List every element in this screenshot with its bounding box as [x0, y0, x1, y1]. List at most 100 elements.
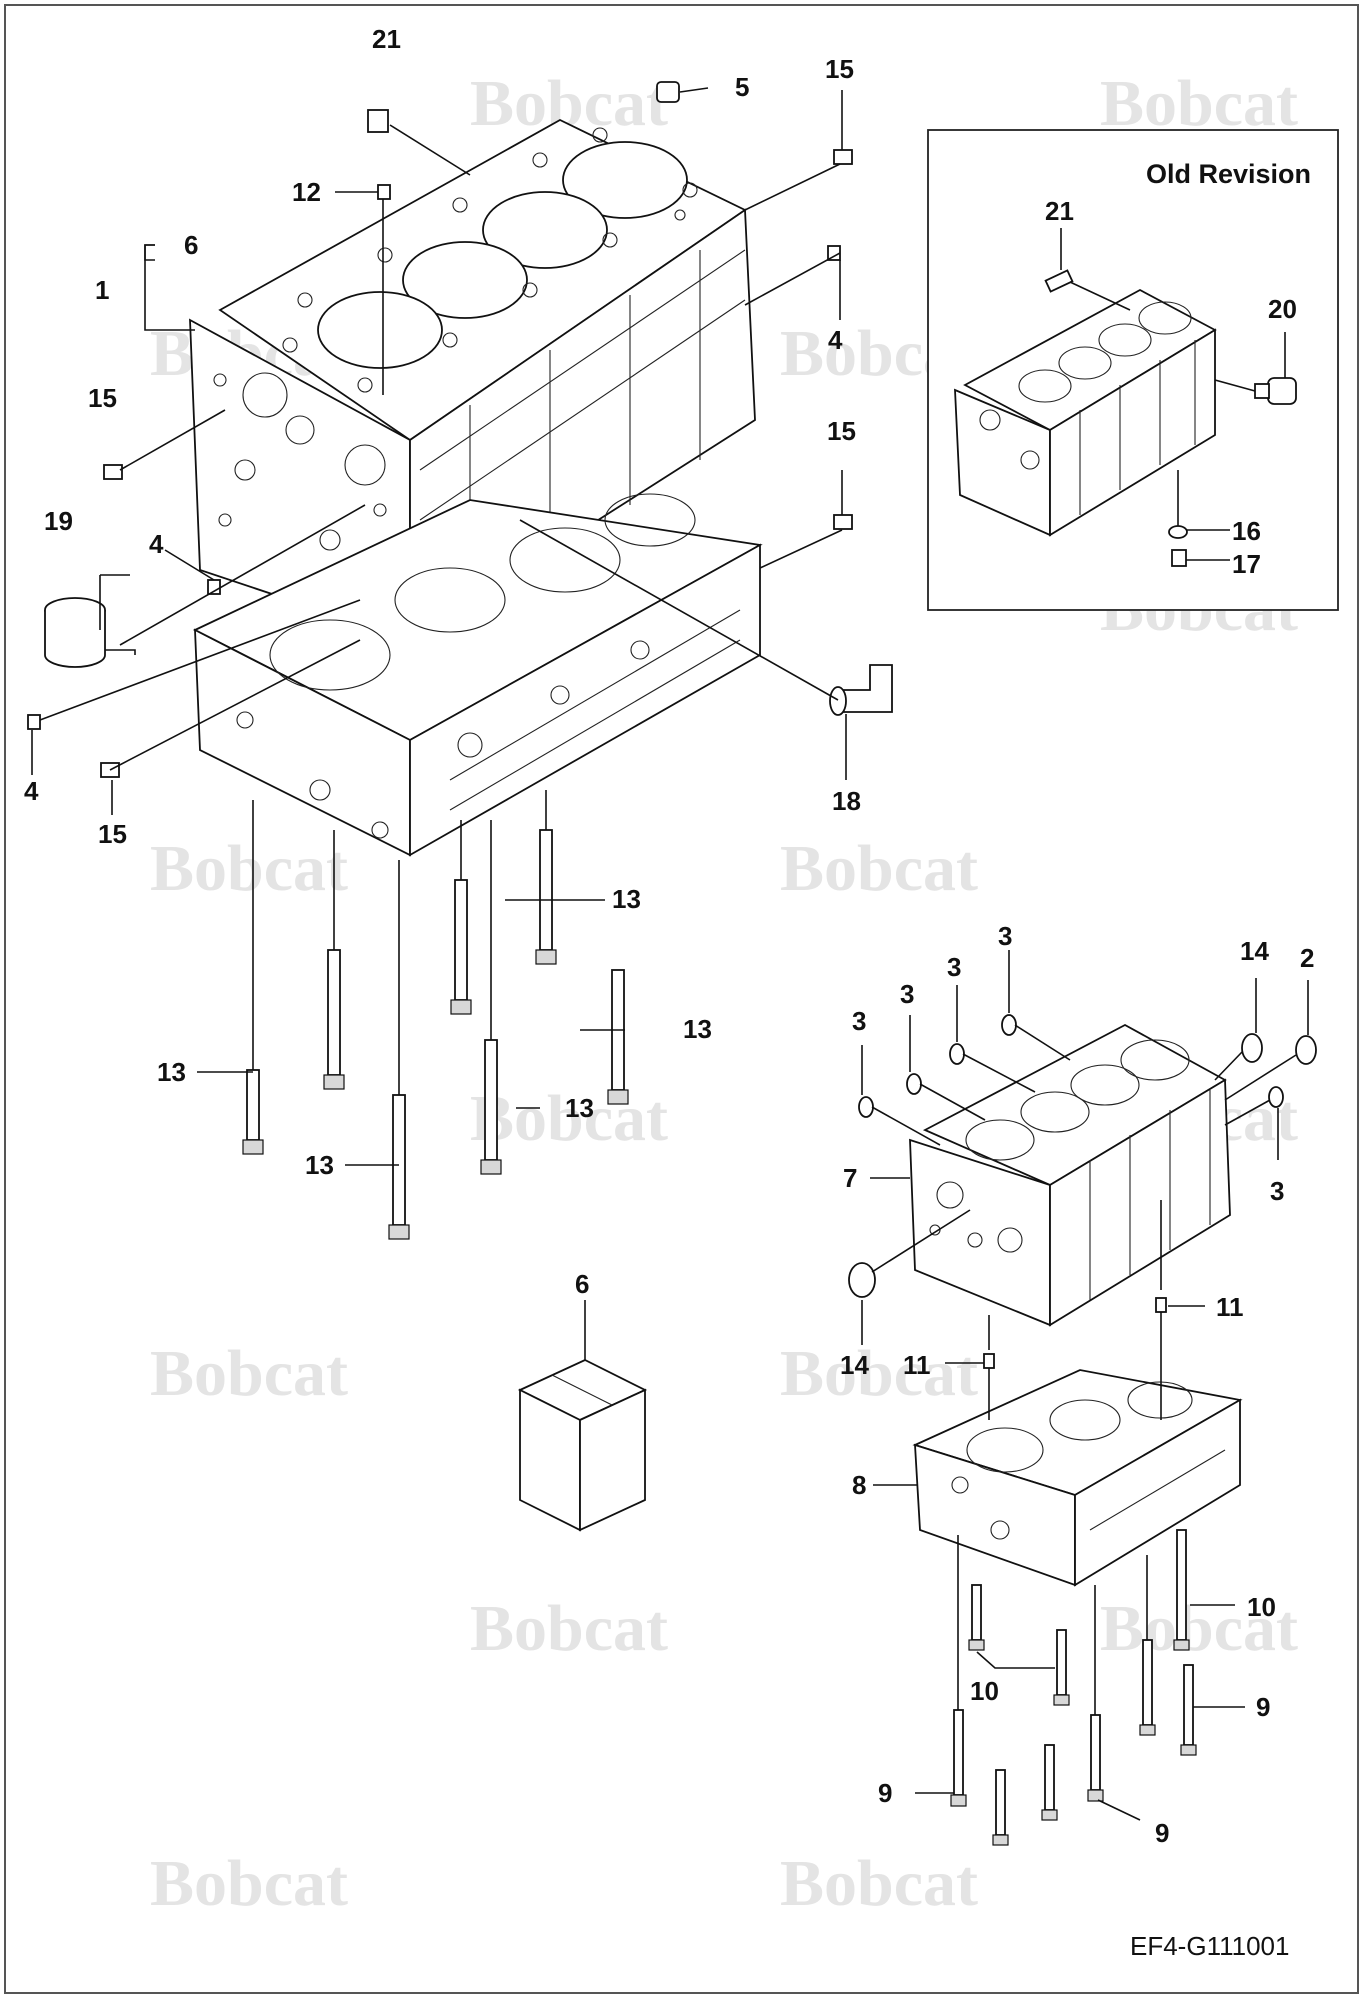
inset-bolt-17[interactable]: [1171, 549, 1187, 567]
head-bolt-13[interactable]: [535, 790, 557, 965]
callout-11: 11: [1216, 1292, 1244, 1322]
cylinder-block-7[interactable]: [909, 1023, 1231, 1327]
callout-3: 3: [1270, 1176, 1284, 1206]
inset-cylinder-block[interactable]: [954, 288, 1217, 537]
seal-plug-3[interactable]: [858, 1096, 941, 1146]
bolt-9[interactable]: [992, 1769, 1009, 1846]
watermark: Bobcat: [150, 1847, 348, 1920]
diagram-code: EF4-G111001: [1130, 1931, 1289, 1961]
watermark: Bobcat: [470, 1082, 668, 1155]
callout-9: 9: [1256, 1692, 1270, 1722]
crankcase-8[interactable]: [912, 1369, 1243, 1587]
seal-plug-14[interactable]: [1214, 1033, 1263, 1081]
callout-21: 21: [1045, 196, 1074, 226]
callout-6: 6: [575, 1269, 589, 1299]
inset-washer-16[interactable]: [1168, 525, 1188, 539]
callout-20: 20: [1268, 294, 1297, 324]
callout-12: 12: [292, 177, 321, 207]
callout-10: 10: [1247, 1592, 1276, 1622]
seal-plug-3[interactable]: [906, 1073, 986, 1121]
callout-5: 5: [735, 72, 749, 102]
seal-plug-2[interactable]: [1224, 1035, 1317, 1101]
watermark: Bobcat: [780, 1337, 978, 1410]
callout-16: 16: [1232, 516, 1261, 546]
bolt-9[interactable]: [1139, 1639, 1156, 1736]
bolt-10[interactable]: [1173, 1529, 1190, 1651]
seal-plug-3[interactable]: [949, 1043, 1036, 1093]
bolt-9[interactable]: [1041, 1744, 1058, 1821]
callout-4: 4: [24, 776, 39, 806]
dowel-pin-15[interactable]: [833, 514, 853, 530]
inset-plug-21[interactable]: [1044, 269, 1074, 293]
watermark: Bobcat: [1100, 1592, 1298, 1665]
callout-7: 7: [843, 1163, 857, 1193]
inset-plug-20[interactable]: [1254, 377, 1297, 405]
bushing-19[interactable]: [44, 597, 106, 668]
seal-plug-3[interactable]: [1001, 1014, 1071, 1061]
plug-4[interactable]: [27, 714, 41, 730]
elbow-pipe-18[interactable]: [829, 664, 893, 716]
callout-14: 14: [1240, 936, 1269, 966]
crankcase-lower[interactable]: [192, 493, 763, 857]
callout-10: 10: [970, 1676, 999, 1706]
dowel-pin-11[interactable]: [983, 1353, 995, 1369]
callout-15: 15: [98, 819, 127, 849]
pin-12[interactable]: [377, 184, 391, 200]
dowel-pin-15[interactable]: [103, 464, 123, 480]
watermark: Bobcat: [780, 1847, 978, 1920]
callout-3: 3: [947, 952, 961, 982]
watermark: Bobcat: [470, 1592, 668, 1665]
inset-title: Old Revision: [1146, 159, 1311, 189]
dowel-pin-15[interactable]: [833, 149, 853, 165]
callout-15: 15: [88, 383, 117, 413]
bolt-9[interactable]: [1087, 1714, 1104, 1802]
bolt-9[interactable]: [950, 1709, 967, 1807]
callout-9: 9: [1155, 1818, 1169, 1848]
watermark: Bobcat: [780, 832, 978, 905]
callout-3: 3: [900, 979, 914, 1009]
bolt-10[interactable]: [968, 1584, 985, 1651]
callout-13: 13: [305, 1150, 334, 1180]
callout-14: 14: [840, 1350, 869, 1380]
callout-13: 13: [157, 1057, 186, 1087]
head-bolt-13[interactable]: [450, 820, 472, 1015]
dowel-pin-11[interactable]: [1155, 1297, 1167, 1313]
seal-plug-14[interactable]: [848, 1209, 971, 1298]
kit-box-6[interactable]: [517, 1359, 648, 1532]
bolt-9[interactable]: [1180, 1664, 1197, 1756]
plug-5[interactable]: [656, 81, 680, 103]
seal-plug-3[interactable]: [1224, 1086, 1284, 1126]
callout-8: 8: [852, 1470, 866, 1500]
callout-15: 15: [825, 54, 854, 84]
callout-17: 17: [1232, 549, 1261, 579]
callout-4: 4: [149, 529, 164, 559]
callout-4: 4: [828, 325, 843, 355]
diagram-frame: [4, 4, 1359, 1994]
callout-11: 11: [903, 1350, 931, 1380]
leader-lines-inset: [1060, 228, 1286, 561]
head-bolt-13[interactable]: [242, 800, 264, 1155]
callout-18: 18: [832, 786, 861, 816]
callout-labels: 21 5 15 12 6 1 4 15 15 19 4 4 15 18 13 1…: [24, 24, 1314, 1961]
callout-3: 3: [998, 921, 1012, 951]
leader-lines-lower-right: [861, 950, 1309, 1821]
callout-15: 15: [827, 416, 856, 446]
plug-21[interactable]: [367, 109, 389, 133]
leader-lines-main: [31, 87, 847, 1360]
callout-2: 2: [1300, 943, 1314, 973]
callout-19: 19: [44, 506, 73, 536]
watermark: Bobcat: [1100, 67, 1298, 140]
watermark: Bobcat: [150, 832, 348, 905]
head-bolt-13[interactable]: [388, 860, 410, 1240]
watermark: Bobcat: [150, 1337, 348, 1410]
callout-13: 13: [565, 1093, 594, 1123]
bolt-10[interactable]: [1053, 1629, 1070, 1706]
head-bolt-13[interactable]: [480, 820, 502, 1175]
callout-3: 3: [852, 1006, 866, 1036]
callout-9: 9: [878, 1778, 892, 1808]
callout-6: 6: [184, 230, 198, 260]
callout-1: 1: [95, 275, 109, 305]
callout-21: 21: [372, 24, 401, 54]
head-bolt-13[interactable]: [323, 830, 345, 1090]
